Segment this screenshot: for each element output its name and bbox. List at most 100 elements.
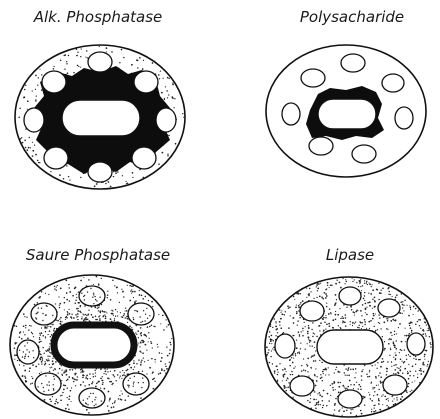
- stipple-dot: [76, 294, 77, 295]
- stipple-dot: [378, 400, 380, 402]
- stipple-dot: [354, 312, 355, 313]
- stipple-dot: [299, 334, 300, 335]
- stipple-dot: [50, 336, 51, 337]
- vacuole-dot: [84, 299, 85, 300]
- stipple-dot: [310, 340, 312, 342]
- vacuole-dot: [93, 294, 94, 295]
- stipple-dot: [373, 411, 375, 413]
- stipple-dot: [67, 72, 69, 74]
- stipple-dot: [23, 365, 24, 366]
- stipple-dot: [275, 321, 276, 322]
- stipple-dot: [408, 378, 410, 380]
- stipple-dot: [344, 372, 345, 373]
- stipple-dot: [296, 305, 297, 306]
- stipple-dot: [83, 314, 84, 315]
- stipple-dot: [123, 57, 124, 58]
- stipple-dot: [111, 384, 112, 385]
- stipple-dot: [105, 183, 107, 185]
- stipple-dot: [352, 409, 353, 410]
- stipple-dot: [279, 324, 280, 325]
- stipple-dot: [172, 84, 174, 86]
- stipple-dot: [66, 316, 67, 317]
- vacuole-dot: [53, 388, 54, 389]
- stipple-dot: [364, 280, 365, 281]
- stipple-dot: [325, 315, 326, 316]
- stipple-dot: [335, 311, 336, 312]
- nucleus-interior: [58, 329, 130, 361]
- stipple-dot: [346, 388, 347, 389]
- stipple-dot: [149, 338, 150, 339]
- stipple-dot: [111, 313, 113, 315]
- stipple-dot: [312, 336, 313, 337]
- stipple-dot: [101, 380, 102, 381]
- stipple-dot: [108, 181, 110, 183]
- stipple-dot: [359, 325, 360, 326]
- stipple-dot: [52, 363, 54, 365]
- stipple-dot: [404, 300, 405, 301]
- vacuole-dot: [145, 314, 146, 315]
- stipple-dot: [400, 301, 402, 303]
- stipple-dot: [314, 354, 316, 356]
- stipple-dot: [319, 296, 321, 298]
- stipple-dot: [360, 386, 362, 388]
- stipple-dot: [95, 372, 96, 373]
- stipple-dot: [24, 375, 26, 377]
- stipple-dot: [307, 365, 309, 367]
- stipple-dot: [394, 331, 395, 332]
- stipple-dot: [270, 356, 271, 357]
- stipple-dot: [120, 375, 121, 376]
- stipple-dot: [298, 331, 300, 333]
- cell-cross-section: [266, 45, 426, 177]
- stipple-dot: [369, 376, 370, 377]
- stipple-dot: [372, 388, 373, 389]
- panel-saure-phosphatase: Saure Phosphatase: [10, 246, 174, 415]
- stipple-dot: [54, 403, 56, 405]
- stipple-dot: [25, 147, 27, 149]
- stipple-dot: [40, 357, 41, 358]
- stipple-dot: [341, 318, 342, 319]
- vacuole-dot: [24, 358, 25, 359]
- stipple-dot: [425, 335, 427, 337]
- stipple-dot: [137, 67, 138, 68]
- stipple-dot: [56, 286, 57, 287]
- stipple-dot: [161, 353, 162, 354]
- stipple-dot: [143, 60, 144, 61]
- stipple-dot: [169, 135, 170, 136]
- stipple-dot: [276, 328, 278, 330]
- stipple-dot: [75, 299, 77, 301]
- stipple-dot: [338, 386, 340, 388]
- stipple-dot: [82, 313, 83, 314]
- stipple-dot: [161, 92, 163, 94]
- stipple-dot: [303, 358, 304, 359]
- stipple-dot: [66, 317, 68, 319]
- vacuole: [301, 69, 325, 87]
- stipple-dot: [67, 311, 68, 312]
- stipple-dot: [55, 401, 56, 402]
- stipple-dot: [310, 398, 311, 399]
- stipple-dot: [353, 388, 354, 389]
- vacuole: [290, 376, 314, 396]
- stipple-dot: [165, 366, 167, 368]
- stipple-dot: [271, 335, 273, 337]
- stipple-dot: [50, 326, 52, 328]
- stipple-dot: [125, 317, 127, 319]
- stipple-dot: [131, 64, 133, 66]
- stipple-dot: [143, 341, 145, 343]
- stipple-dot: [428, 328, 429, 329]
- stipple-dot: [138, 371, 140, 373]
- stipple-dot: [290, 374, 291, 375]
- stipple-dot: [405, 368, 406, 369]
- stipple-dot: [145, 335, 146, 336]
- stipple-dot: [426, 350, 428, 352]
- stipple-dot: [30, 147, 31, 148]
- stipple-dot: [164, 99, 165, 100]
- stipple-dot: [335, 369, 336, 370]
- stipple-dot: [377, 362, 378, 363]
- stipple-dot: [287, 378, 288, 379]
- stipple-dot: [99, 319, 101, 321]
- stipple-dot: [308, 327, 310, 329]
- stipple-dot: [58, 372, 59, 373]
- stipple-dot: [69, 300, 70, 301]
- stipple-dot: [396, 399, 397, 400]
- stipple-dot: [44, 399, 46, 401]
